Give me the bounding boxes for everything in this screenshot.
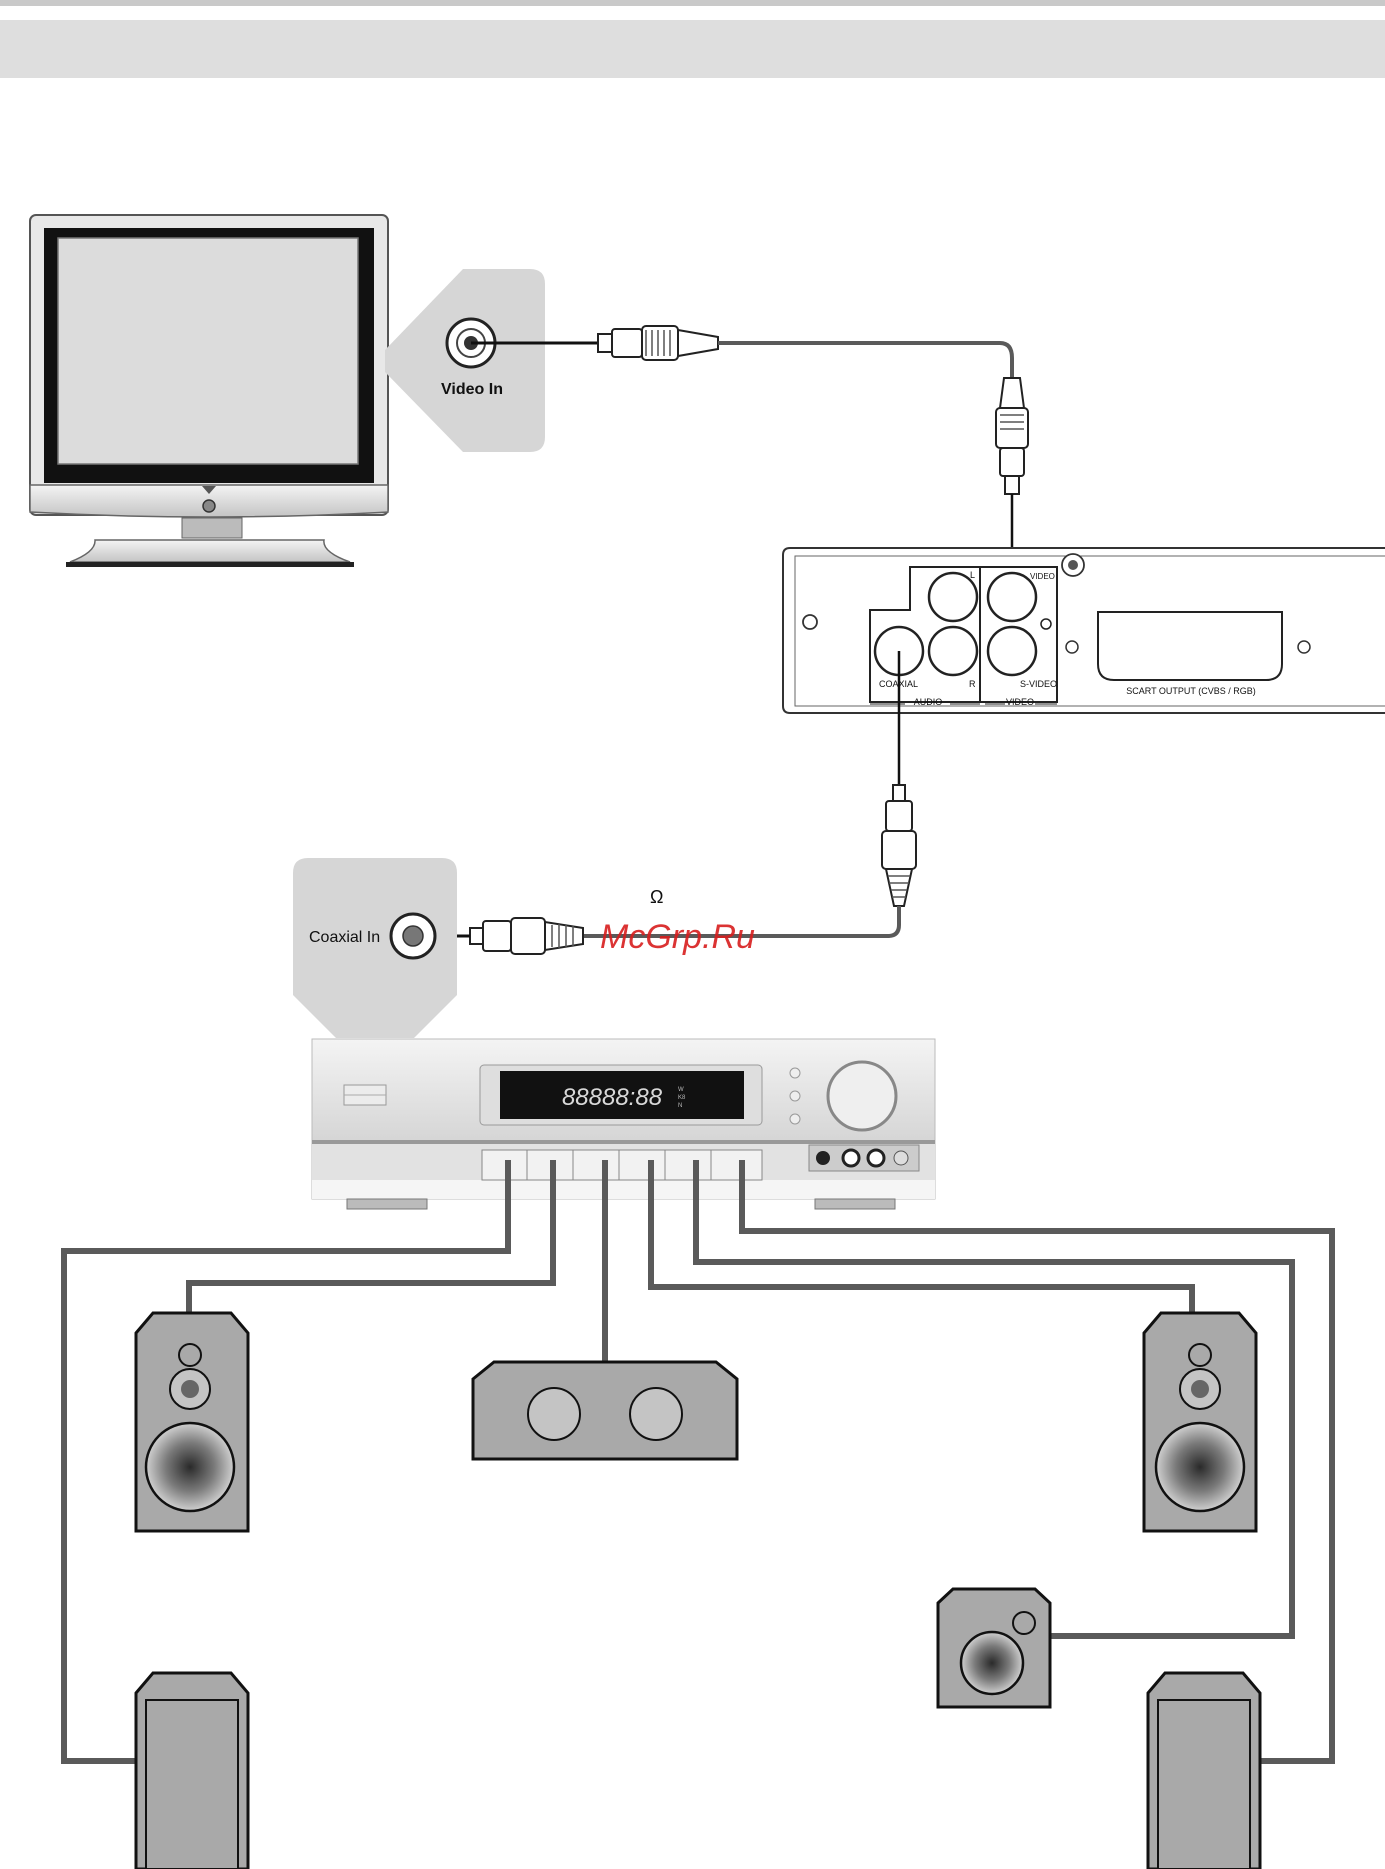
audio-r-jack-icon (929, 627, 977, 675)
header-rule (0, 0, 1385, 6)
subwoofer (938, 1589, 1050, 1707)
scart-connector-icon (1098, 612, 1282, 680)
video-jack-label: VIDEO (1030, 572, 1055, 581)
receiver-display-indicator-1: W (678, 1087, 684, 1093)
surround-right-speaker (1148, 1673, 1260, 1869)
s-video-jack-icon (988, 627, 1036, 675)
video-group-label: VIDEO (1006, 697, 1034, 707)
surround-left-speaker (136, 1673, 248, 1869)
dvd-player-rear-panel: L R COAXIAL VIDEO S-VIDEO AUDIO VIDEO SC… (783, 548, 1385, 713)
coaxial-in-label: Coaxial In (309, 929, 380, 946)
volume-knob-icon (828, 1062, 896, 1130)
front-right-speaker (1144, 1313, 1256, 1531)
video-out-jack-icon (988, 573, 1036, 621)
watermark: McGrp.Ru (600, 918, 755, 956)
flat-panel-tv (30, 215, 388, 567)
av-receiver: 88888:88 W K8 N (312, 1039, 935, 1209)
receiver-display-text: 88888:88 (562, 1084, 663, 1111)
center-speaker (473, 1362, 737, 1459)
audio-l-jack-icon (929, 573, 977, 621)
s-video-label: S-VIDEO (1020, 679, 1057, 689)
tv-video-in-callout: Video In (385, 269, 545, 452)
video-cable (471, 326, 1028, 582)
receiver-display-indicator-2: K8 (678, 1095, 686, 1101)
video-in-label: Video In (441, 381, 503, 398)
audio-l-label: L (970, 570, 975, 580)
receiver-coaxial-in-callout: Coaxial In (293, 858, 457, 1038)
front-right-woofer-icon (1156, 1423, 1244, 1511)
front-left-speaker (136, 1313, 248, 1531)
scart-output-label: SCART OUTPUT (CVBS / RGB) (1126, 686, 1256, 696)
audio-r-label: R (969, 679, 976, 689)
audio-group-label: AUDIO (914, 697, 943, 707)
header-band (0, 20, 1385, 78)
front-left-woofer-icon (146, 1423, 234, 1511)
receiver-display-indicator-3: N (678, 1103, 682, 1109)
ohm-symbol: Ω (650, 887, 663, 907)
subwoofer-driver-icon (961, 1632, 1023, 1694)
